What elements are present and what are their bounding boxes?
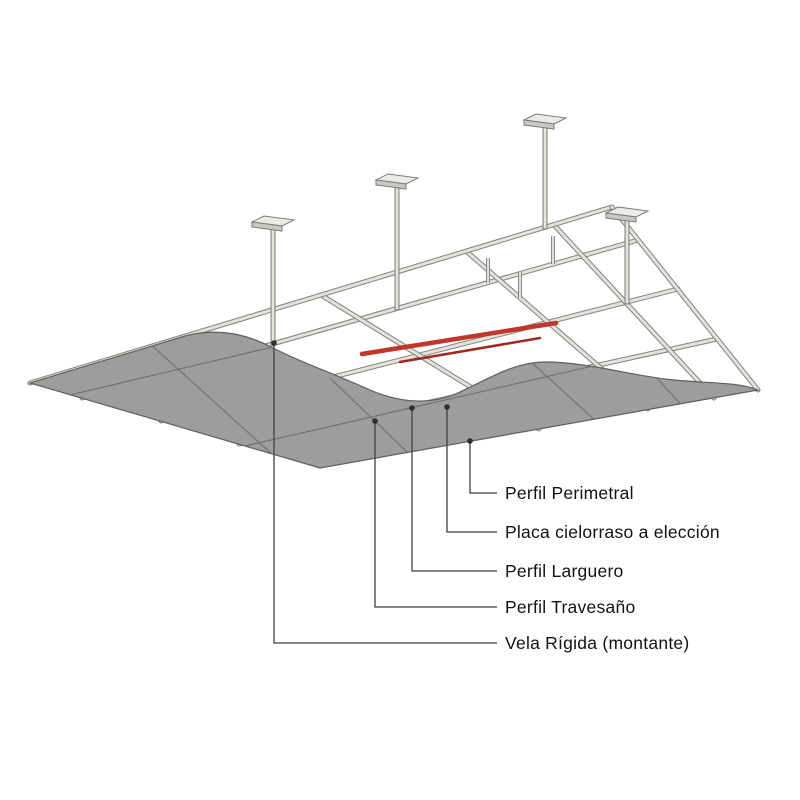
label-placa-cielorraso: Placa cielorraso a elección (505, 522, 720, 542)
label-perfil-perimetral: Perfil Perimetral (505, 483, 634, 503)
hanger-rod-2 (374, 173, 420, 311)
label-perfil-travesano: Perfil Travesaño (505, 597, 635, 617)
leader-dot (409, 405, 415, 411)
leader-dot (271, 340, 277, 346)
leader-dot (372, 418, 378, 424)
leader-perfil-perimetral (469, 441, 497, 494)
leader-lines (271, 340, 497, 644)
hanger-rod-1 (522, 113, 568, 230)
label-vela-rigida: Vela Rígida (montante) (505, 633, 690, 653)
labels: Perfil Perimetral Placa cielorraso a ele… (505, 483, 720, 653)
cross-tee-profile-3 (551, 222, 717, 401)
leader-vela-rigida (273, 343, 497, 644)
leader-perfil-travesano (374, 421, 497, 608)
perimeter-profile-right-edge (609, 204, 761, 393)
hangers (250, 113, 650, 346)
leader-placa-cielorraso (446, 407, 497, 533)
leader-dot (467, 438, 473, 444)
hanger-rod-4 (604, 206, 650, 305)
label-perfil-larguero: Perfil Larguero (505, 561, 624, 581)
leader-perfil-larguero (411, 408, 497, 572)
hanger-rod-3 (250, 215, 296, 346)
leader-dot (444, 404, 450, 410)
panel-surface (27, 331, 761, 469)
highlighted-profile-red (359, 320, 559, 364)
